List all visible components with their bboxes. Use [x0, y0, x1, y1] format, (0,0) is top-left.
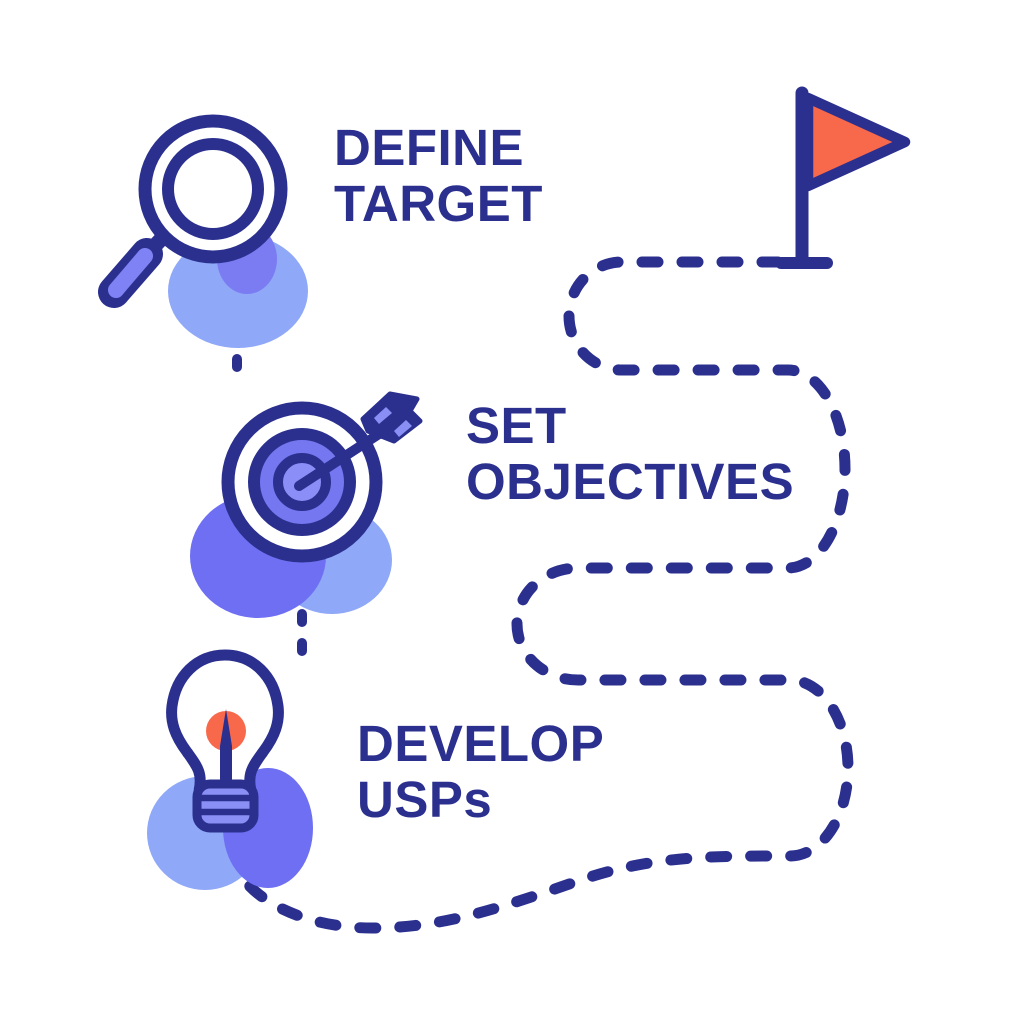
- flag-icon: [775, 86, 911, 269]
- label-line1: DEFINE: [334, 119, 525, 176]
- magnifier-handle-fill: [108, 248, 153, 298]
- magnifier-lens-inner: [162, 138, 264, 240]
- arrow-fletching-slit-lower: [394, 420, 412, 437]
- arrow-fletching: [360, 391, 423, 444]
- label-line1: DEVELOP: [357, 715, 605, 772]
- flag-pennant: [802, 92, 911, 192]
- step-label-define-target: DEFINE TARGET: [334, 120, 543, 232]
- label-line2: OBJECTIVES: [466, 453, 795, 510]
- label-line1: SET: [466, 397, 567, 454]
- dashed-route-path: [226, 256, 854, 934]
- label-line2: TARGET: [334, 175, 543, 232]
- arrow-fletching-slit-upper: [374, 407, 392, 424]
- target-arrow-icon: [190, 391, 423, 618]
- lightbulb-icon: [147, 649, 313, 890]
- bulb-filament: [220, 709, 232, 787]
- magnifier-icon: [98, 114, 308, 348]
- step-label-set-objectives: SET OBJECTIVES: [466, 398, 794, 510]
- bulb-base: [192, 779, 259, 833]
- step-label-develop-usps: DEVELOP USPs: [357, 716, 604, 828]
- label-line2: USPs: [357, 771, 493, 828]
